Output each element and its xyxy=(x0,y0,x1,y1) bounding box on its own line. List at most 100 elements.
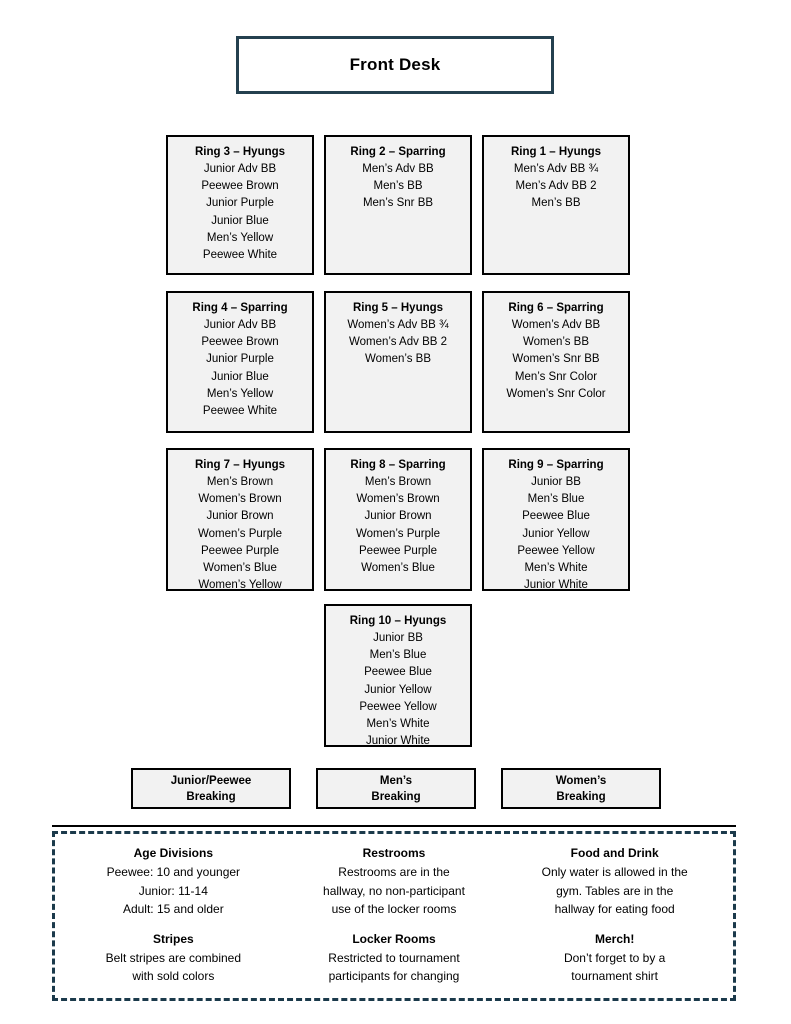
info-grid: Age Divisions Peewee: 10 and younger Jun… xyxy=(63,844,725,986)
ring-division-item: Women’s Brown xyxy=(198,493,282,506)
ring-division-list: Men’s Brown Women’s Brown Junior Brown W… xyxy=(172,474,308,594)
ring-box-ring-3: Ring 3 – Hyungs Junior Adv BB Peewee Bro… xyxy=(166,135,314,275)
ring-division-item: Men’s Snr BB xyxy=(362,197,434,210)
info-line: tournament shirt xyxy=(571,969,659,983)
ring-division-item: Men’s Yellow xyxy=(206,387,274,400)
ring-division-item: Junior Brown xyxy=(206,510,274,523)
ring-division-list: Junior BB Men’s Blue Peewee Blue Junior … xyxy=(488,474,624,594)
breaking-label-line1: Junior/Peewee xyxy=(170,774,252,787)
breaking-label-line2: Breaking xyxy=(556,790,606,803)
ring-division-item: Men’s Blue xyxy=(369,649,427,662)
ring-box-ring-6: Ring 6 – Sparring Women’s Adv BB Women’s… xyxy=(482,291,630,433)
ring-division-item: Men’s Adv BB 2 xyxy=(515,180,597,193)
section-divider-rule xyxy=(52,825,736,827)
ring-title: Ring 8 – Sparring xyxy=(350,459,446,471)
ring-division-item: Men’s Snr Color xyxy=(514,370,598,383)
breaking-box-mens: Men’s Breaking xyxy=(316,768,476,809)
info-heading: Merch! xyxy=(594,931,635,946)
ring-division-item: Junior Purple xyxy=(206,197,274,210)
info-line: gym. Tables are in the xyxy=(556,883,674,898)
info-line: hallway, no non-participant xyxy=(323,883,465,898)
info-heading: Age Divisions xyxy=(133,846,213,860)
ring-division-item: Men’s BB xyxy=(373,180,423,193)
ring-title: Ring 5 – Hyungs xyxy=(352,302,444,314)
ring-division-item: Women’s Yellow xyxy=(198,579,282,592)
info-line: Restrooms are in the xyxy=(338,865,450,879)
info-heading: Locker Rooms xyxy=(352,931,436,946)
ring-division-item: Women’s Snr BB xyxy=(512,353,600,366)
ring-division-item: Women’s Purple xyxy=(198,527,282,540)
ring-division-item: Junior BB xyxy=(373,632,423,644)
ring-division-item: Peewee Yellow xyxy=(359,700,437,713)
info-cell-restrooms: Restrooms Restrooms are in the hallway, … xyxy=(284,844,505,919)
info-heading: Restrooms xyxy=(362,846,426,860)
ring-box-ring-4: Ring 4 – Sparring Junior Adv BB Peewee B… xyxy=(166,291,314,433)
ring-division-item: Peewee Blue xyxy=(522,510,590,523)
ring-division-item: Junior Adv BB xyxy=(203,163,277,175)
info-cell-age-divisions: Age Divisions Peewee: 10 and younger Jun… xyxy=(63,844,284,919)
ring-box-ring-10: Ring 10 – Hyungs Junior BB Men’s Blue Pe… xyxy=(324,604,472,747)
ring-box-ring-8: Ring 8 – Sparring Men’s Brown Women’s Br… xyxy=(324,448,472,591)
ring-box-ring-9: Ring 9 – Sparring Junior BB Men’s Blue P… xyxy=(482,448,630,591)
ring-division-item: Peewee Yellow xyxy=(517,544,595,557)
ring-division-item: Junior Purple xyxy=(206,353,274,366)
info-cell-locker-rooms: Locker Rooms Restricted to tournament pa… xyxy=(284,930,505,986)
ring-division-item: Men’s White xyxy=(366,718,430,731)
ring-division-item: Women’s Adv BB 2 xyxy=(348,336,447,349)
info-cell-food-and-drink: Food and Drink Only water is allowed in … xyxy=(504,844,725,919)
ring-division-item: Men’s Brown xyxy=(206,476,274,488)
ring-box-ring-5: Ring 5 – Hyungs Women’s Adv BB ¾ Women’s… xyxy=(324,291,472,433)
ring-box-ring-7: Ring 7 – Hyungs Men’s Brown Women’s Brow… xyxy=(166,448,314,591)
info-line: Peewee: 10 and younger xyxy=(106,865,241,879)
ring-division-item: Peewee White xyxy=(202,249,278,262)
info-line: with sold colors xyxy=(132,969,215,983)
ring-division-item: Women’s Adv BB ¾ xyxy=(347,319,449,331)
ring-box-ring-1: Ring 1 – Hyungs Men’s Adv BB ¾ Men’s Adv… xyxy=(482,135,630,275)
breaking-label-line1: Women’s xyxy=(555,774,607,787)
ring-division-item: Women’s Blue xyxy=(361,562,435,575)
ring-division-item: Peewee Blue xyxy=(364,666,432,679)
info-line: hallway for eating food xyxy=(554,902,675,916)
info-notes-box: Age Divisions Peewee: 10 and younger Jun… xyxy=(52,831,736,1001)
info-heading: Stripes xyxy=(152,931,194,946)
ring-division-item: Women’s BB xyxy=(522,336,590,349)
ring-title: Ring 3 – Hyungs xyxy=(194,146,286,158)
ring-division-list: Junior Adv BB Peewee Brown Junior Purple… xyxy=(172,317,308,420)
info-line: use of the locker rooms xyxy=(331,902,457,916)
info-line: Adult: 15 and older xyxy=(122,902,224,916)
breaking-box-junior-peewee: Junior/Peewee Breaking xyxy=(131,768,291,809)
ring-division-item: Junior White xyxy=(524,579,588,592)
ring-division-item: Men’s Adv BB ¾ xyxy=(513,163,599,175)
ring-division-item: Women’s BB xyxy=(364,353,432,366)
ring-division-list: Men’s Adv BB Men’s BB Men’s Snr BB xyxy=(330,161,466,213)
ring-division-item: Junior Yellow xyxy=(364,683,432,696)
info-line: Only water is allowed in the xyxy=(541,865,688,879)
ring-division-item: Junior Yellow xyxy=(522,527,590,540)
ring-division-list: Junior BB Men’s Blue Peewee Blue Junior … xyxy=(330,630,466,750)
ring-division-item: Women’s Snr Color xyxy=(506,387,606,400)
ring-division-item: Men’s Adv BB xyxy=(362,163,434,175)
ring-division-item: Peewee White xyxy=(202,405,278,418)
info-line: Junior: 11-14 xyxy=(138,883,208,898)
ring-division-list: Junior Adv BB Peewee Brown Junior Purple… xyxy=(172,161,308,264)
info-heading: Food and Drink xyxy=(570,846,659,860)
ring-division-item: Peewee Purple xyxy=(359,544,437,557)
ring-title: Ring 1 – Hyungs xyxy=(510,146,602,158)
info-line: Restricted to tournament xyxy=(328,950,460,965)
ring-division-item: Men’s Blue xyxy=(527,493,585,506)
ring-division-item: Junior Blue xyxy=(211,370,269,383)
info-cell-stripes: Stripes Belt stripes are combined with s… xyxy=(63,930,284,986)
ring-division-item: Women’s Purple xyxy=(356,527,440,540)
ring-title: Ring 7 – Hyungs xyxy=(194,459,286,471)
breaking-label-line1: Men’s xyxy=(379,774,413,787)
ring-division-item: Junior Blue xyxy=(211,214,269,227)
ring-division-item: Women’s Blue xyxy=(203,562,277,575)
ring-division-item: Men’s White xyxy=(524,562,588,575)
breaking-box-womens: Women’s Breaking xyxy=(501,768,661,809)
breaking-label-line2: Breaking xyxy=(186,790,236,803)
ring-division-list: Men’s Brown Women’s Brown Junior Brown W… xyxy=(330,474,466,577)
ring-title: Ring 4 – Sparring xyxy=(192,302,288,314)
ring-division-list: Men’s Adv BB ¾ Men’s Adv BB 2 Men’s BB xyxy=(488,161,624,213)
ring-division-item: Peewee Brown xyxy=(201,336,279,349)
